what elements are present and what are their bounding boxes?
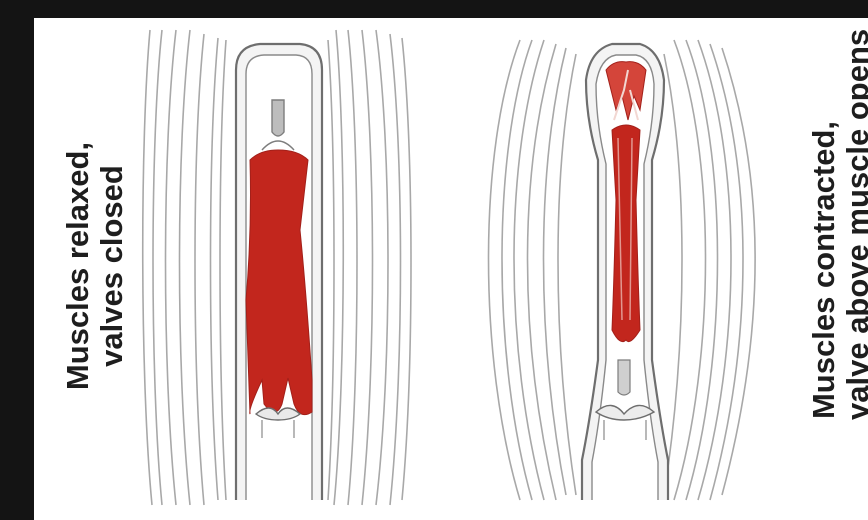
right-vein (582, 44, 668, 500)
left-vein (236, 44, 322, 500)
right-label-line2: valve above muscle opens (841, 120, 868, 420)
left-panel-label: Muscles relaxed, valves closed (61, 116, 129, 416)
right-panel-label: Muscles contracted, valve above muscle o… (807, 120, 868, 420)
right-label-line1: Muscles contracted, (807, 120, 841, 420)
left-label-line1: Muscles relaxed, (61, 116, 95, 416)
left-label-line2: valves closed (95, 116, 129, 416)
